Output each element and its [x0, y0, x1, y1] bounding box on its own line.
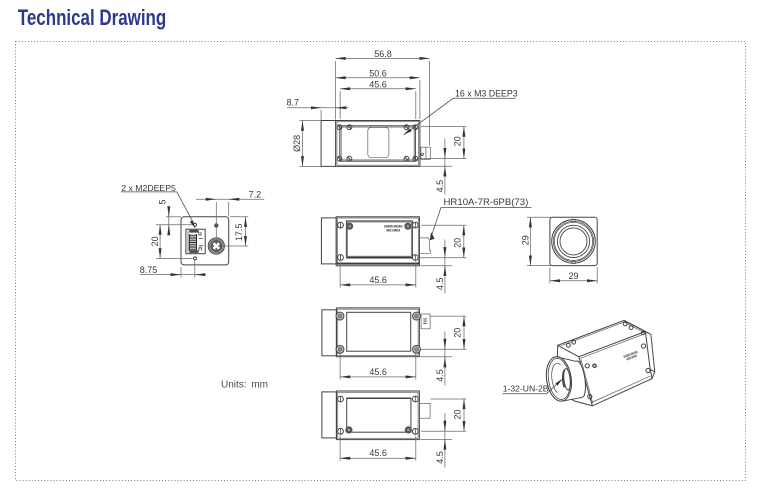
svg-text:2 x M2DEEP5: 2 x M2DEEP5: [121, 183, 176, 193]
svg-text:Technical Drawing: Technical Drawing: [18, 6, 166, 31]
svg-text:4.5: 4.5: [435, 369, 445, 382]
svg-text:6: 6: [420, 153, 426, 156]
svg-text:8.75: 8.75: [140, 265, 158, 275]
svg-text:MER2 CAMERA: MER2 CAMERA: [387, 228, 401, 232]
svg-text:45.6: 45.6: [369, 367, 387, 377]
svg-text:4.5: 4.5: [435, 180, 445, 193]
svg-text:20: 20: [150, 236, 160, 246]
svg-text:50.6: 50.6: [369, 69, 387, 79]
svg-text:45.6: 45.6: [369, 275, 387, 285]
svg-text:1-32-UN-2B: 1-32-UN-2B: [503, 383, 549, 393]
svg-text:DAHENG IMAGING: DAHENG IMAGING: [384, 225, 403, 229]
svg-text:20: 20: [452, 238, 462, 248]
svg-text:29: 29: [520, 235, 530, 245]
svg-text:Units: mm: Units: mm: [221, 379, 268, 390]
svg-text:16 x M3 DEEP3: 16 x M3 DEEP3: [455, 88, 518, 98]
svg-text:7.2: 7.2: [249, 189, 262, 199]
svg-text:HR10A-7R-6PB(73): HR10A-7R-6PB(73): [444, 197, 529, 208]
svg-text:56.8: 56.8: [374, 49, 392, 59]
svg-text:20: 20: [452, 409, 462, 419]
svg-text:4.5: 4.5: [435, 278, 445, 291]
svg-text:5: 5: [157, 199, 167, 204]
svg-text:8.7: 8.7: [287, 98, 300, 108]
svg-text:Ø28: Ø28: [292, 135, 302, 152]
svg-text:45.6: 45.6: [369, 448, 387, 458]
svg-text:4.5: 4.5: [435, 451, 445, 464]
svg-text:DAHENG IMAGING: DAHENG IMAGING: [623, 350, 639, 359]
svg-text:20: 20: [452, 328, 462, 338]
svg-text:17.5: 17.5: [234, 224, 244, 242]
svg-text:45.6: 45.6: [369, 80, 387, 90]
svg-text:MER2 SERIES: MER2 SERIES: [626, 354, 638, 362]
svg-text:29: 29: [568, 271, 578, 281]
svg-text:20: 20: [452, 136, 462, 146]
